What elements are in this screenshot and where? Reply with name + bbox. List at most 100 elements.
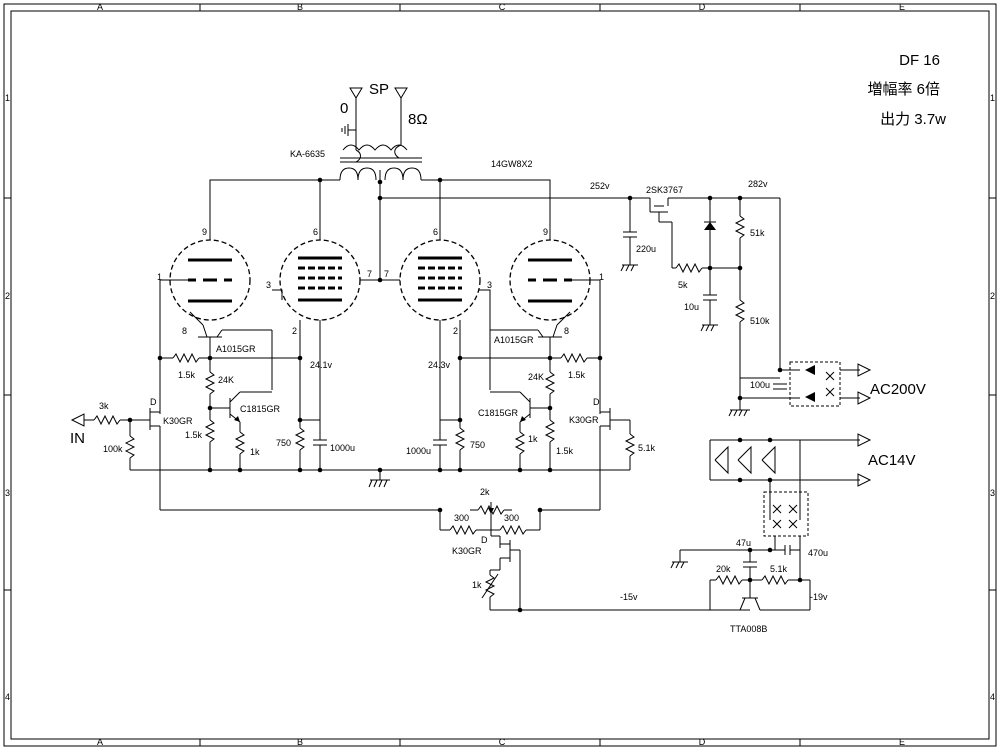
voltage-24v1: 24.1v — [310, 360, 333, 370]
voltage-252v: 252v — [590, 181, 610, 191]
chassis-ground-icon — [341, 124, 356, 136]
row-label-right-4: 4 — [990, 692, 995, 702]
mosfet-label: 2SK3767 — [646, 185, 683, 195]
sp-terminal-arrow-right — [394, 87, 408, 99]
t3-pin-bottom: 2 — [453, 326, 458, 336]
row-label-right-1: 1 — [990, 93, 995, 103]
r-24k-right: 24K — [528, 372, 544, 382]
power-spec: 出力 3.7w — [880, 111, 946, 128]
b-plus-supply: 252v 2SK3767 282v 220u 5k — [590, 179, 926, 417]
row-label-left-4: 4 — [5, 692, 10, 702]
col-label-bottom-e: E — [899, 737, 905, 747]
a1015-left-label: A1015GR — [216, 344, 256, 354]
ground-icon — [368, 470, 390, 488]
ac200-terminal-arrow-upper — [857, 363, 872, 377]
r-510k: 510k — [750, 316, 770, 326]
col-label-top-a: A — [97, 2, 103, 12]
r-750-right: 750 — [470, 440, 485, 450]
c-100u: 100u — [750, 380, 770, 390]
tube-part-label: 14GW8X2 — [491, 159, 533, 169]
r-1k-right: 1k — [528, 434, 538, 444]
t2-pin-right: 7 — [367, 269, 372, 279]
t3-pin-top: 6 — [433, 227, 438, 237]
col-label-bottom-b: B — [297, 737, 303, 747]
t4-pin-top: 9 — [543, 227, 548, 237]
r-1k5-left-cathode: 1.5k — [178, 370, 196, 380]
ground-bus — [130, 467, 630, 488]
ac14-terminal-arrow-lower — [857, 473, 872, 487]
r-5k1-right: 5.1k — [638, 443, 656, 453]
voltage-24v3: 24.3v — [428, 360, 451, 370]
row-label-right-3: 3 — [990, 488, 995, 498]
t1-pin-left: 1 — [157, 272, 162, 282]
sp-terminal-arrow-left — [349, 87, 363, 99]
t4-pin-bottom: 8 — [564, 326, 569, 336]
ac14-terminal-arrow-upper — [857, 433, 872, 447]
t3-pin-left: 7 — [384, 269, 389, 279]
r-750-left: 750 — [276, 438, 291, 448]
left-input-stage: A1015GR 1.5k 24K 1.5k C1815GR 1k — [70, 279, 355, 510]
t2-pin-left: 3 — [266, 280, 271, 290]
col-label-bottom-c: C — [499, 737, 506, 747]
speaker-impedance-label: 8Ω — [408, 111, 428, 128]
r-300-left: 300 — [454, 513, 469, 523]
row-label-left-3: 3 — [5, 488, 10, 498]
voltage-282v: 282v — [748, 179, 768, 189]
r-1k5-right-cathode: 1.5k — [568, 370, 586, 380]
col-label-bottom-d: D — [699, 737, 706, 747]
c1815-left-label: C1815GR — [240, 404, 281, 414]
output-transformer: SP 0 8Ω KA-6635 — [290, 81, 428, 198]
c-1000u-right: 1000u — [406, 446, 431, 456]
r-1k5-left-bias: 1.5k — [185, 430, 203, 440]
r-100k-input: 100k — [103, 444, 123, 454]
col-label-bottom-a: A — [97, 737, 103, 747]
t1-pin-bottom: 8 — [182, 326, 187, 336]
k30-left-d-label: D — [150, 397, 157, 407]
voltage-minus-19v: -19v — [810, 592, 828, 602]
negative-supply: AC14V 47u 470u — [670, 433, 916, 634]
c1815-right-label: C1815GR — [478, 408, 519, 418]
c-1000u-left: 1000u — [330, 443, 355, 453]
ac14-label: AC14V — [868, 452, 916, 469]
r-1k-left: 1k — [250, 447, 260, 457]
r-5k-gate: 5k — [678, 280, 688, 290]
tta008b-label: TTA008B — [730, 624, 767, 634]
input-label: IN — [70, 430, 85, 447]
tube-2-pentode — [279, 239, 361, 321]
tail-current-source: 300 300 2k D K30GR 1k -15v — [160, 487, 750, 613]
model-title: DF 16 — [899, 52, 940, 69]
t3-pin-right: 3 — [487, 280, 492, 290]
r-24k-left: 24K — [218, 375, 234, 385]
col-label-top-c: C — [499, 2, 506, 12]
voltage-minus-15v: -15v — [620, 592, 638, 602]
t2-pin-bottom: 2 — [292, 326, 297, 336]
bridge-rectifier-200v — [805, 365, 835, 402]
right-input-stage: A1015GR 1.5k 24K 1.5k C1815GR 1k — [406, 279, 656, 510]
row-label-right-2: 2 — [990, 291, 995, 301]
col-label-top-b: B — [297, 2, 303, 12]
r-1k5-right-bias: 1.5k — [556, 446, 574, 456]
r-3k-input: 3k — [99, 401, 109, 411]
col-label-top-e: E — [899, 2, 905, 12]
ac200-terminal-arrow-lower — [857, 391, 872, 405]
t1-pin-top: 9 — [202, 227, 207, 237]
a1015-right-label: A1015GR — [494, 335, 534, 345]
bridge-rectifier-14v — [772, 504, 798, 529]
plate-wiring — [209, 177, 640, 283]
tube-3-pentode — [399, 239, 481, 321]
r-2k-pot: 2k — [480, 487, 490, 497]
r-300-right: 300 — [504, 513, 519, 523]
speaker-zero-label: 0 — [340, 100, 348, 117]
r-20k: 20k — [716, 564, 731, 574]
c-220u: 220u — [636, 244, 656, 254]
k30-center-d-label: D — [481, 535, 488, 545]
r-1k-current-set: 1k — [472, 580, 482, 590]
sheet-ruler-labels: A B C D E A B C D E 1 2 3 4 1 2 3 4 — [5, 2, 995, 747]
speaker-label: SP — [369, 81, 389, 98]
r-51k: 51k — [750, 228, 765, 238]
heater-strings — [714, 445, 776, 475]
c-10u: 10u — [684, 302, 699, 312]
col-label-top-d: D — [699, 2, 706, 12]
row-label-left-1: 1 — [5, 93, 10, 103]
r-5k1-regulator: 5.1k — [770, 564, 788, 574]
